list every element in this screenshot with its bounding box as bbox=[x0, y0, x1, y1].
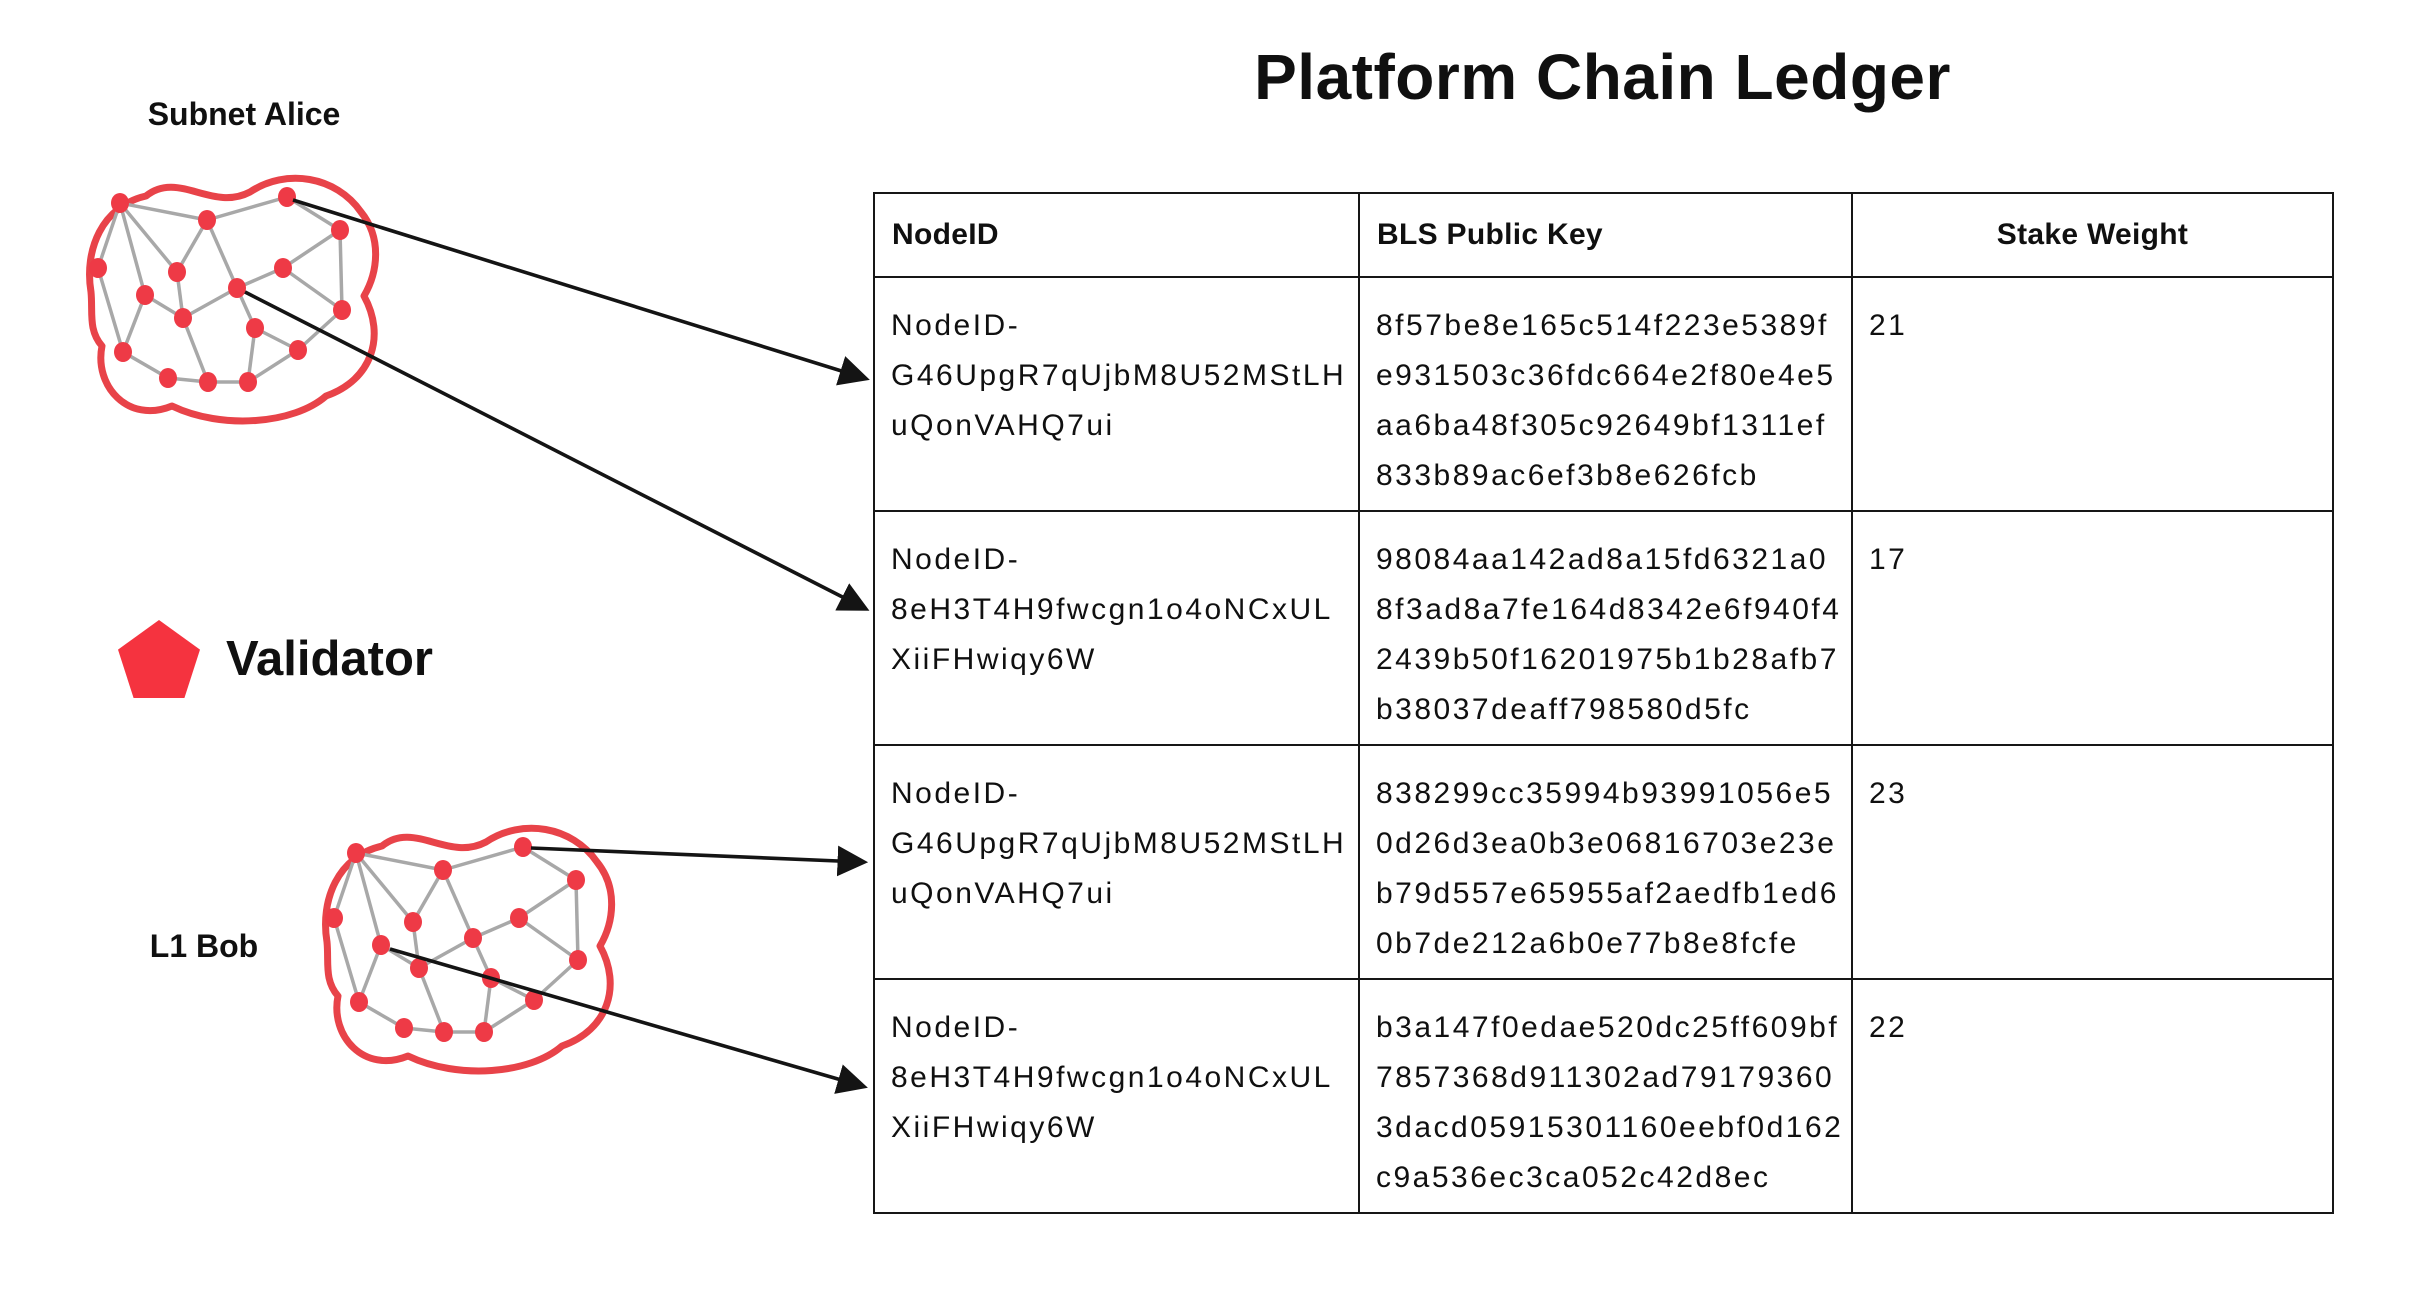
node-id-cell: NodeID-G46UpgR7qUjbM8U52MStLHuQonVAHQ7ui bbox=[873, 276, 1360, 512]
peer-connection-edge bbox=[181, 317, 210, 383]
peer-connection-edge bbox=[518, 878, 577, 920]
peer-connection-edge bbox=[118, 202, 147, 296]
bls-public-key-cell: 98084aa142ad8a15fd6321a08f3ad8a7fe164d83… bbox=[1358, 510, 1853, 746]
validator-node-icon bbox=[333, 300, 351, 320]
validator-node-icon bbox=[239, 372, 257, 392]
peer-connection-edge bbox=[119, 201, 208, 222]
node-id-cell: NodeID-8eH3T4H9fwcgn1o4oNCxULXiiFHwiqy6W bbox=[873, 510, 1360, 746]
node-id-cell: NodeID-8eH3T4H9fwcgn1o4oNCxULXiiFHwiqy6W bbox=[873, 978, 1360, 1214]
peer-connection-edge bbox=[96, 202, 122, 269]
validator-node-icon bbox=[289, 340, 307, 360]
column-header-nodeid: NodeID bbox=[873, 192, 1360, 278]
peer-connection-edge bbox=[517, 916, 580, 962]
validator-node-icon bbox=[525, 990, 543, 1010]
stake-weight-cell: 21 bbox=[1851, 276, 2334, 512]
peer-connection-edge bbox=[175, 219, 209, 273]
peer-connection-edge bbox=[417, 967, 446, 1033]
validator-node-icon bbox=[514, 837, 532, 857]
validator-node-icon bbox=[199, 372, 217, 392]
subnet-alice-network bbox=[86, 174, 380, 425]
validator-node-icon bbox=[274, 258, 292, 278]
page-title: Platform Chain Ledger bbox=[1254, 41, 1951, 113]
validator-node-icon bbox=[347, 843, 365, 863]
peer-connection-edge bbox=[205, 219, 239, 289]
subnet-alice-label: Subnet Alice bbox=[147, 96, 341, 132]
validator-pentagon-icon bbox=[118, 620, 200, 698]
validator-node-icon bbox=[410, 958, 428, 978]
validator-node-icon bbox=[395, 1018, 413, 1038]
validator-node-icon bbox=[510, 908, 528, 928]
validator-node-icon bbox=[114, 342, 132, 362]
peer-connection-edge bbox=[182, 286, 238, 320]
l1-bob-network bbox=[322, 824, 616, 1075]
peer-connection-edge bbox=[118, 201, 179, 274]
validator-node-icon bbox=[198, 210, 216, 230]
peer-connection-edge bbox=[574, 879, 580, 961]
peer-connection-edge bbox=[355, 851, 444, 872]
validator-node-icon bbox=[89, 258, 107, 278]
peer-connection-edge bbox=[411, 869, 445, 923]
l1-bob-label: L1 Bob bbox=[149, 928, 259, 964]
peer-connection-edge bbox=[121, 294, 147, 353]
peer-connection-edge bbox=[418, 936, 474, 970]
validator-node-icon bbox=[331, 220, 349, 240]
peer-connection-edge bbox=[357, 944, 383, 1003]
column-header-bls-public-key: BLS Public Key bbox=[1358, 192, 1853, 278]
validator-row: NodeID-G46UpgR7qUjbM8U52MStLHuQonVAHQ7ui… bbox=[873, 276, 2334, 512]
peer-connection-edge bbox=[96, 267, 125, 353]
peer-connection-edge bbox=[282, 228, 341, 270]
l1-bob-boundary bbox=[322, 824, 616, 1075]
peer-connection-edge bbox=[354, 852, 383, 946]
validator-node-icon bbox=[404, 912, 422, 932]
validator-node-icon bbox=[569, 950, 587, 970]
stake-weight-cell: 22 bbox=[1851, 978, 2334, 1214]
validator-node-icon bbox=[325, 908, 343, 928]
peer-connection-edge bbox=[286, 195, 341, 232]
validator-row: NodeID-8eH3T4H9fwcgn1o4oNCxULXiiFHwiqy6W… bbox=[873, 510, 2334, 746]
bls-public-key-cell: b3a147f0edae520dc25ff609bf7857368d911302… bbox=[1358, 978, 1853, 1214]
validator-node-icon bbox=[434, 860, 452, 880]
validator-legend-label: Validator bbox=[226, 632, 433, 686]
validator-row: NodeID-G46UpgR7qUjbM8U52MStLHuQonVAHQ7ui… bbox=[873, 744, 2334, 980]
peer-connection-edge bbox=[206, 195, 288, 222]
validator-node-icon bbox=[246, 318, 264, 338]
validator-node-icon bbox=[464, 928, 482, 948]
bls-public-key-cell: 838299cc35994b93991056e50d26d3ea0b3e0681… bbox=[1358, 744, 1853, 980]
validator-node-icon bbox=[435, 1022, 453, 1042]
validator-node-icon bbox=[168, 262, 186, 282]
validator-node-icon bbox=[567, 870, 585, 890]
peer-connection-edge bbox=[354, 851, 415, 924]
validator-node-icon bbox=[111, 193, 129, 213]
stake-weight-cell: 23 bbox=[1851, 744, 2334, 980]
peer-connection-edge bbox=[332, 852, 358, 919]
node-id-cell: NodeID-G46UpgR7qUjbM8U52MStLHuQonVAHQ7ui bbox=[873, 744, 1360, 980]
subnet-alice-boundary bbox=[86, 174, 380, 425]
validator-node-icon bbox=[228, 278, 246, 298]
peer-connection-edge bbox=[281, 266, 344, 312]
validator-node-icon bbox=[278, 187, 296, 207]
validator-node-icon bbox=[136, 285, 154, 305]
validator-node-icon bbox=[174, 308, 192, 328]
stake-weight-cell: 17 bbox=[1851, 510, 2334, 746]
validator-legend: Validator bbox=[118, 620, 433, 698]
validator-node-icon bbox=[482, 968, 500, 988]
peer-connection-edge bbox=[522, 845, 577, 882]
validator-node-icon bbox=[350, 992, 368, 1012]
validator-row: NodeID-8eH3T4H9fwcgn1o4oNCxULXiiFHwiqy6W… bbox=[873, 978, 2334, 1214]
column-header-stake-weight: Stake Weight bbox=[1851, 192, 2334, 278]
bls-public-key-cell: 8f57be8e165c514f223e5389fe931503c36fdc66… bbox=[1358, 276, 1853, 512]
validator-node-icon bbox=[159, 368, 177, 388]
peer-connection-edge bbox=[441, 869, 475, 939]
peer-connection-edge bbox=[338, 229, 344, 311]
validator-node-icon bbox=[372, 935, 390, 955]
peer-connection-edge bbox=[442, 845, 524, 872]
validator-node-icon bbox=[475, 1022, 493, 1042]
peer-connection-edge bbox=[332, 917, 361, 1003]
